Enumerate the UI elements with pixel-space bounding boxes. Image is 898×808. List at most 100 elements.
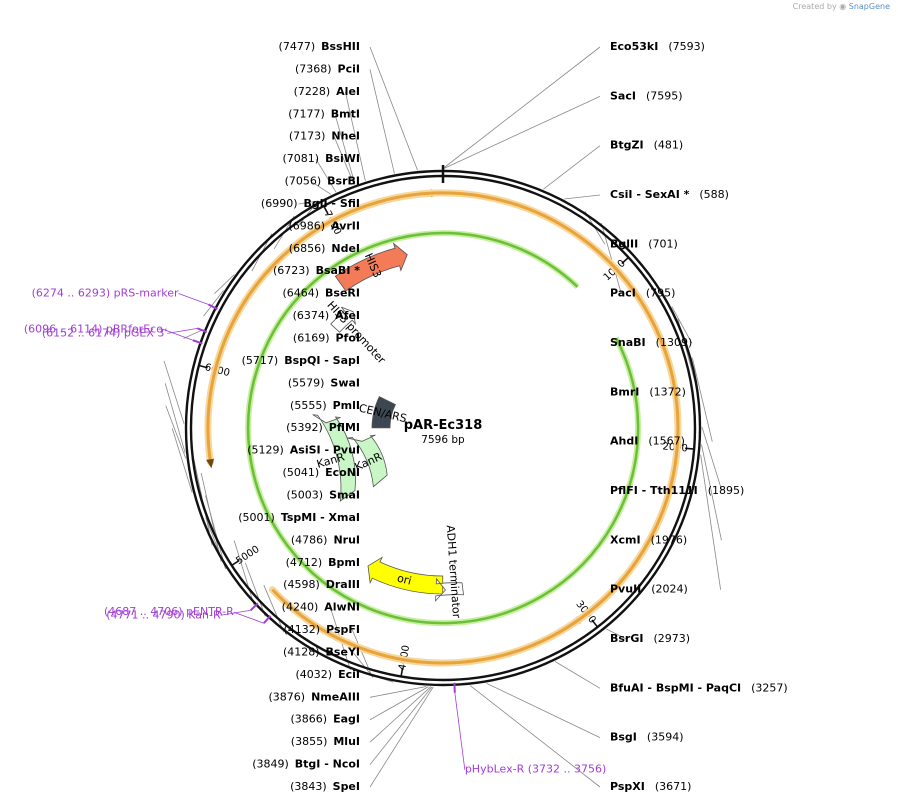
site-label: (6986)AvrII	[289, 219, 360, 232]
site-label: Eco53kI(7593)	[610, 40, 705, 53]
site-label: SnaBI(1309)	[610, 336, 692, 349]
plasmid-size: 7596 bp	[421, 434, 465, 446]
site-leader	[701, 427, 723, 492]
plasmid-name: pAR-Ec318	[404, 418, 483, 433]
ruler-tick	[591, 619, 599, 628]
site-label: (4712)BpmI	[286, 556, 360, 569]
site-position: (7368)	[295, 62, 332, 75]
site-label: BmrI(1372)	[610, 385, 686, 398]
site-name: BglII	[610, 237, 638, 250]
site-name: BssHII	[321, 40, 360, 53]
site-leader	[369, 46, 418, 171]
site-name: PacI	[610, 287, 636, 300]
site-position: (1895)	[708, 484, 745, 497]
site-name: BsaBI *	[316, 264, 361, 277]
site-leader	[244, 562, 266, 617]
site-leader	[469, 685, 601, 788]
site-leader	[214, 274, 235, 294]
site-leader	[691, 357, 713, 442]
site-label: SacI(7595)	[610, 89, 683, 102]
ruler-tick	[685, 447, 695, 450]
site-leader	[442, 46, 601, 170]
site-leader	[606, 628, 627, 640]
ruler-tick	[621, 256, 630, 265]
site-name: PvuII	[610, 583, 641, 596]
site-name: PflMI	[329, 421, 360, 434]
feature-label-ori: ori	[396, 572, 413, 588]
site-position: (1567)	[648, 435, 685, 448]
site-leader	[200, 472, 222, 562]
site-name: EcoNI	[325, 466, 360, 479]
orf-arc	[206, 191, 680, 665]
orf-arcs	[204, 189, 682, 667]
ruler-tick-label: 5000	[234, 544, 261, 567]
site-label: BsrGI(2973)	[610, 632, 690, 645]
site-label: (5555)PmlI	[290, 399, 360, 412]
site-name: AfeI	[335, 309, 360, 322]
site-position: (3594)	[647, 731, 684, 744]
site-label: (6990)BglI - SfiI	[261, 197, 360, 210]
site-position: (6169)	[293, 332, 330, 345]
primer-label: pHybLex-R (3732 .. 3756)	[465, 763, 606, 776]
site-label: (4240)AlwNI	[282, 601, 360, 614]
site-label: (3843)SpeI	[290, 780, 360, 793]
site-position: (3855)	[291, 735, 328, 748]
site-leader	[486, 682, 601, 739]
site-name: SnaBI	[610, 336, 646, 349]
site-name: BglI - SfiI	[303, 197, 360, 210]
site-label: XcmI(1976)	[610, 533, 687, 546]
plasmid-backbone	[184, 165, 702, 687]
site-name: SwaI	[330, 376, 360, 389]
site-position: (5003)	[287, 488, 324, 501]
primer-label: (4687 .. 4706) pENTR-R	[104, 605, 234, 618]
site-name: BpmI	[328, 556, 360, 569]
site-leader	[203, 290, 224, 317]
site-position: (1372)	[649, 385, 686, 398]
site-name: PspFI	[326, 623, 360, 636]
feature-his3-promoter	[330, 306, 357, 333]
site-name: AhdI	[610, 435, 638, 448]
site-name: BseYI	[326, 645, 360, 658]
site-name: PfoI	[336, 332, 361, 345]
site-leader	[671, 306, 693, 344]
site-position: (3849)	[252, 758, 289, 771]
site-position: (7173)	[289, 130, 326, 143]
site-position: (2024)	[651, 583, 688, 596]
site-label: (4032)EciI	[296, 668, 360, 681]
site-label: PflFI - Tth111I(1895)	[610, 484, 744, 497]
site-leader	[701, 444, 722, 541]
site-leader	[369, 686, 433, 765]
ruler-tick	[323, 205, 329, 215]
site-name: BmtI	[331, 107, 360, 120]
site-label: BglII(701)	[610, 237, 678, 250]
site-position: (4240)	[282, 601, 319, 614]
green-arc	[246, 231, 640, 625]
primer-label: (6152 .. 6174) pGEX 3'	[42, 326, 168, 339]
ruler-tick	[400, 667, 404, 677]
site-position: (3257)	[751, 681, 788, 694]
site-leader	[165, 405, 187, 459]
site-label: (3855)MluI	[291, 735, 360, 748]
site-position: (7056)	[285, 175, 322, 188]
site-label: PvuII (2024)	[610, 583, 688, 596]
site-position: (4598)	[283, 578, 320, 591]
site-name: NmeAIII	[311, 690, 360, 703]
site-leader	[310, 181, 332, 195]
primer-leader	[162, 328, 194, 341]
site-position: (5041)	[283, 466, 320, 479]
primer-leader	[178, 293, 209, 305]
ruler-tick	[231, 559, 240, 567]
site-label: (5129)AsiSI - PvuI	[247, 444, 360, 457]
site-label: (5392) PflMI	[286, 421, 360, 434]
primer-labels: (6274 .. 6293) pRS-marker(6152 .. 6174) …	[24, 287, 606, 776]
site-position: (7593)	[668, 40, 705, 53]
site-label: (7081)BsiWI	[282, 152, 360, 165]
site-label: (5001)TspMI - XmaI	[238, 511, 360, 524]
site-leader	[298, 200, 319, 205]
site-position: (7228)	[294, 85, 331, 98]
site-position: (481)	[654, 139, 684, 152]
site-position: (5392)	[286, 421, 323, 434]
site-label: (5003)SmaI	[287, 488, 360, 501]
site-position: (6986)	[289, 219, 326, 232]
site-label: (5579)SwaI	[288, 376, 360, 389]
